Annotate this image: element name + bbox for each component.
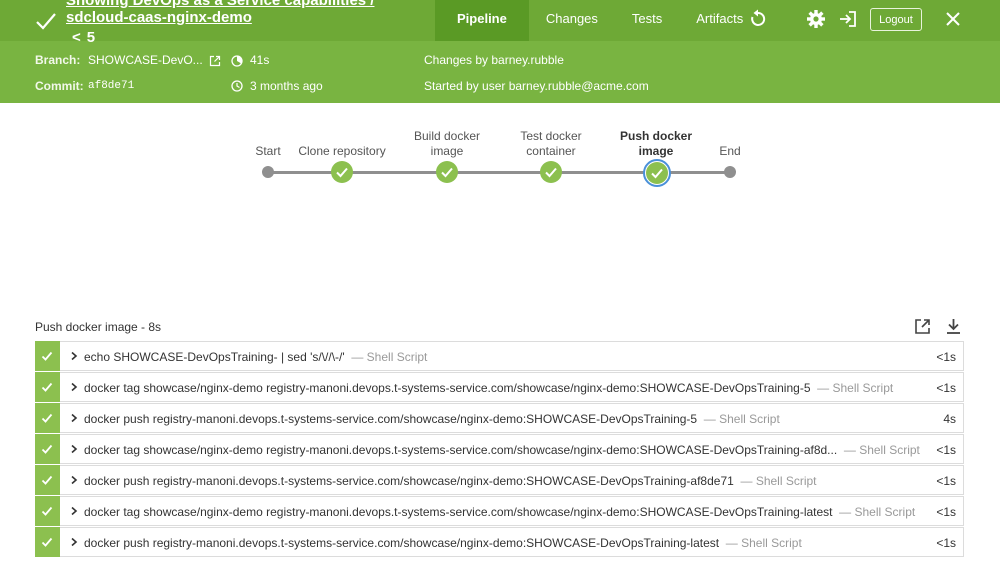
step-command: docker push registry-manoni.devops.t-sys… (84, 536, 802, 550)
chevron-right-icon[interactable] (69, 413, 79, 423)
stage-node-build-docker-image[interactable] (436, 161, 458, 183)
step-duration: <1s (936, 536, 956, 550)
step-type: — Shell Script (817, 381, 894, 395)
step-status-success (35, 496, 60, 526)
step-command: echo SHOWCASE-DevOpsTraining- | sed 's/\… (84, 350, 428, 364)
step-row[interactable]: docker push registry-manoni.devops.t-sys… (35, 465, 964, 495)
steps-panel-title: Push docker image - 8s (35, 320, 162, 334)
duration-value: 41s (250, 53, 270, 67)
step-status-success (35, 341, 60, 371)
logout-button[interactable]: Logout (870, 8, 922, 31)
tab-changes[interactable]: Changes (545, 11, 598, 26)
branch-value[interactable]: SHOWCASE-DevO... (88, 53, 203, 67)
step-row[interactable]: docker tag showcase/nginx-demo registry-… (35, 372, 964, 402)
check-icon (41, 382, 53, 392)
commit-label: Commit: (35, 79, 84, 93)
step-type: — Shell Script (740, 474, 817, 488)
check-icon (336, 167, 348, 178)
step-duration: <1s (936, 443, 956, 457)
check-icon (41, 413, 53, 423)
step-command: docker tag showcase/nginx-demo registry-… (84, 505, 916, 519)
run-number-value: 5 (86, 29, 96, 46)
check-icon (41, 537, 53, 547)
step-status-success (35, 465, 60, 495)
step-duration: 4s (943, 412, 956, 426)
chevron-right-icon[interactable] (69, 351, 79, 361)
step-status-success (35, 372, 60, 402)
check-icon (41, 506, 53, 516)
step-row[interactable]: docker push registry-manoni.devops.t-sys… (35, 403, 964, 433)
stage-label-clone-repository: Clone repository (298, 144, 386, 158)
step-row[interactable]: docker push registry-manoni.devops.t-sys… (35, 527, 964, 557)
started-by: Started by user barney.rubble@acme.com (424, 79, 649, 93)
time-ago: 3 months ago (250, 79, 323, 93)
check-icon (41, 475, 53, 485)
open-external-icon[interactable] (914, 318, 931, 335)
stage-node-start (262, 166, 274, 178)
clock-icon (231, 80, 243, 92)
branch-label: Branch: (35, 53, 81, 67)
stage-label-end: End (719, 144, 741, 158)
check-icon (545, 167, 557, 178)
step-type: — Shell Script (843, 443, 920, 457)
step-command: docker tag showcase/nginx-demo registry-… (84, 443, 920, 457)
changes-by: Changes by barney.rubble (424, 53, 564, 67)
step-command: docker tag showcase/nginx-demo registry-… (84, 381, 894, 395)
step-row[interactable]: echo SHOWCASE-DevOpsTraining- | sed 's/\… (35, 341, 964, 371)
chevron-right-icon[interactable] (69, 506, 79, 516)
step-type: — Shell Script (351, 350, 428, 364)
commit-value[interactable]: af8de71 (88, 80, 135, 92)
chevron-right-icon[interactable] (69, 382, 79, 392)
duration-icon (231, 55, 243, 67)
step-type: — Shell Script (725, 536, 802, 550)
step-duration: <1s (936, 474, 956, 488)
job-title-link[interactable]: sdcloud-caas-nginx-demo (66, 9, 252, 26)
step-command: docker push registry-manoni.devops.t-sys… (84, 412, 780, 426)
run-header: Showing DevOps as a Service capabilities… (0, 0, 1000, 103)
step-command: docker push registry-manoni.devops.t-sys… (84, 474, 817, 488)
step-status-success (35, 527, 60, 557)
stage-node-clone-repository[interactable] (331, 161, 353, 183)
steps-list: echo SHOWCASE-DevOpsTraining- | sed 's/\… (35, 341, 964, 558)
run-tabs: Pipeline Changes Tests Artifacts (435, 0, 760, 41)
download-icon[interactable] (945, 318, 962, 335)
open-external-icon[interactable] (209, 55, 221, 67)
step-status-success (35, 403, 60, 433)
tab-artifacts[interactable]: Artifacts (696, 11, 744, 26)
check-icon (41, 351, 53, 361)
chevron-right-icon[interactable] (69, 537, 79, 547)
replay-icon[interactable] (748, 9, 768, 29)
step-duration: <1s (936, 350, 956, 364)
close-icon[interactable] (944, 10, 962, 28)
chevron-right-icon[interactable] (69, 444, 79, 454)
stage-node-push-docker-image[interactable] (643, 159, 671, 187)
chevron-right-icon[interactable] (69, 475, 79, 485)
step-row[interactable]: docker tag showcase/nginx-demo registry-… (35, 434, 964, 464)
stage-label-start: Start (255, 144, 281, 158)
chevron-left-icon[interactable]: < (72, 29, 81, 46)
stage-node-test-docker-container[interactable] (540, 161, 562, 183)
step-type: — Shell Script (839, 505, 916, 519)
sign-out-icon[interactable] (838, 9, 858, 29)
check-icon (36, 13, 56, 30)
tab-pipeline[interactable]: Pipeline (435, 0, 529, 41)
step-status-success (35, 434, 60, 464)
run-number[interactable]: <5 (72, 29, 95, 46)
check-icon (441, 167, 453, 178)
check-icon (41, 444, 53, 454)
stage-node-push-docker-image-fill (646, 162, 668, 184)
check-icon (651, 168, 663, 179)
pipeline-title-link[interactable]: Showing DevOps as a Service capabilities… (66, 0, 375, 9)
gear-icon[interactable] (806, 9, 826, 29)
step-duration: <1s (936, 381, 956, 395)
stage-node-end (724, 166, 736, 178)
step-row[interactable]: docker tag showcase/nginx-demo registry-… (35, 496, 964, 526)
pipeline-connector-line (268, 171, 730, 174)
step-type: — Shell Script (703, 412, 780, 426)
tab-tests[interactable]: Tests (631, 11, 663, 26)
step-duration: <1s (936, 505, 956, 519)
